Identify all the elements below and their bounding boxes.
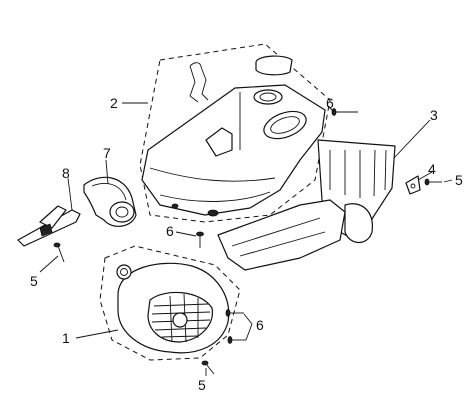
- bolt-6-top: [331, 108, 358, 116]
- lower-shroud: [217, 199, 346, 271]
- callout-6-middle: 6: [166, 223, 174, 239]
- bolt-5-right: [424, 178, 442, 186]
- bolt-6-lower-b: [227, 336, 246, 344]
- callout-6-top: 6: [326, 95, 334, 111]
- callout-5-left: 5: [30, 273, 38, 289]
- rubber-boot: [83, 176, 137, 227]
- bolt-6-lower-a: [225, 309, 244, 317]
- bolt-5-bottom: [201, 360, 215, 375]
- fan-housing: [116, 262, 230, 354]
- callout-1: 1: [62, 330, 70, 346]
- callout-6-lower: 6: [256, 317, 264, 333]
- rubber-pad: [255, 55, 293, 76]
- bracket: [405, 175, 421, 195]
- callout-8: 8: [62, 165, 70, 181]
- callout-5-right: 5: [455, 172, 463, 188]
- bolt-6-middle: [196, 231, 204, 248]
- bolt-5-left: [53, 242, 65, 263]
- leader-lines: [39, 102, 453, 376]
- upper-cover: [141, 84, 326, 217]
- callout-7: 7: [103, 145, 111, 161]
- fan-arm: [17, 205, 81, 247]
- callout-2: 2: [110, 95, 118, 111]
- callout-4: 4: [428, 161, 436, 177]
- callout-3: 3: [430, 107, 438, 123]
- group-outline-fan-housing: [99, 245, 241, 361]
- spring-clip: [189, 62, 209, 103]
- callout-5-bottom: 5: [198, 377, 206, 393]
